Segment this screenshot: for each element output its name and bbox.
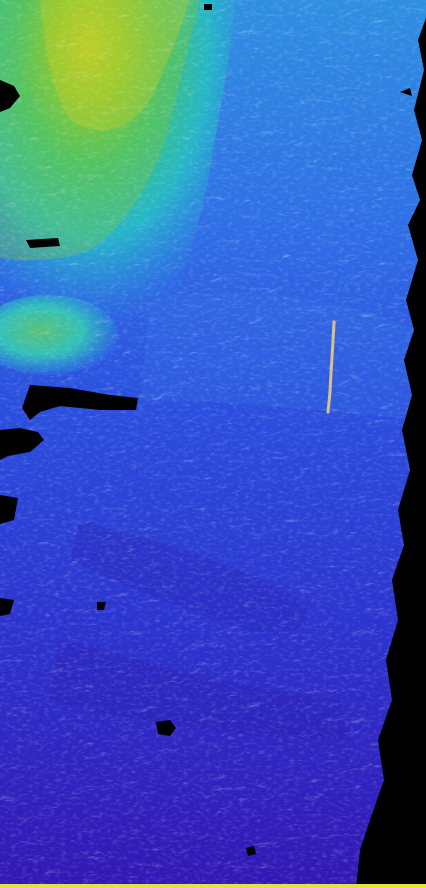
- frame-bottom-border: [0, 884, 426, 888]
- nodata-gaps: [0, 4, 412, 856]
- survey-track-line-icon: [326, 320, 336, 414]
